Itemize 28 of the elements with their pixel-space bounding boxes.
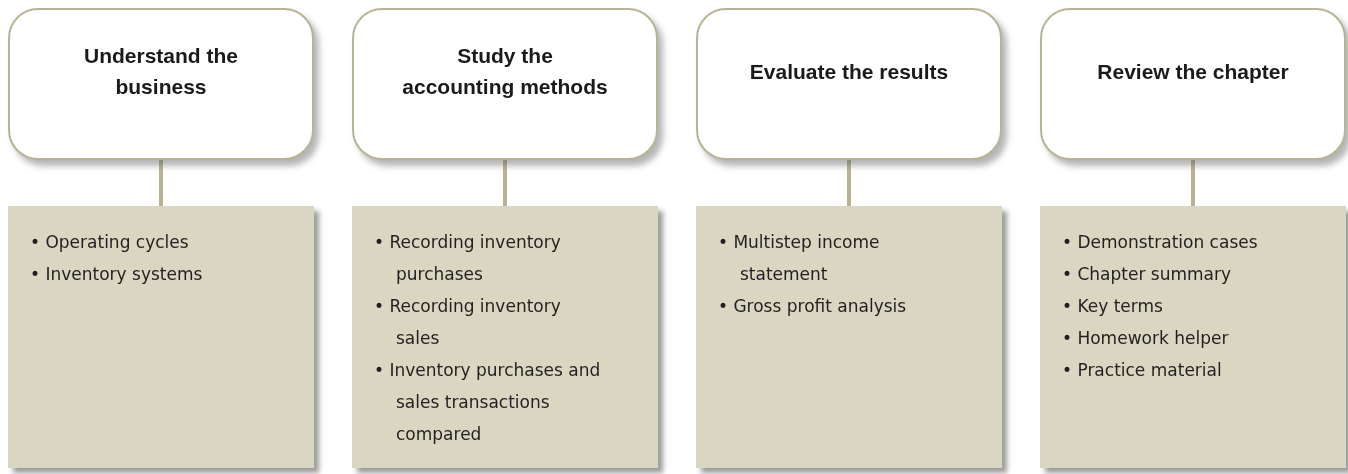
connector-line xyxy=(847,160,851,206)
step-box xyxy=(352,8,658,160)
step-title: Understand the business xyxy=(83,43,239,100)
connector-line xyxy=(1191,160,1195,206)
topic-panel xyxy=(8,206,314,468)
bullet-item: • Recording inventory purchases xyxy=(374,231,562,286)
step-title: Study the accounting methods xyxy=(401,43,609,100)
bullet-item: • Demonstration cases xyxy=(1062,231,1259,254)
bullet-item: • Key terms xyxy=(1062,295,1164,318)
connector-line xyxy=(159,160,163,206)
bullet-item: • Gross profit analysis xyxy=(718,295,908,318)
topic-panel xyxy=(696,206,1002,468)
step-title: Review the chapter xyxy=(1097,58,1289,85)
bullet-item: • Inventory systems xyxy=(30,263,204,286)
topic-panel xyxy=(352,206,658,468)
topic-panel xyxy=(1040,206,1346,468)
step-box xyxy=(8,8,314,160)
bullet-item: • Operating cycles xyxy=(30,231,190,254)
bullet-item: • Inventory purchases and sales transactions compared xyxy=(374,359,602,446)
bullet-item: • Chapter summary xyxy=(1062,263,1233,286)
step-box xyxy=(1040,8,1346,160)
bullet-item: • Homework helper xyxy=(1062,327,1230,350)
step-title: Evaluate the results xyxy=(749,58,949,85)
bullet-item: • Practice material xyxy=(1062,359,1223,382)
bullet-item: • Recording inventory sales xyxy=(374,295,562,350)
step-box xyxy=(696,8,1002,160)
bullet-item: • Multistep income statement xyxy=(718,231,881,286)
connector-line xyxy=(503,160,507,206)
